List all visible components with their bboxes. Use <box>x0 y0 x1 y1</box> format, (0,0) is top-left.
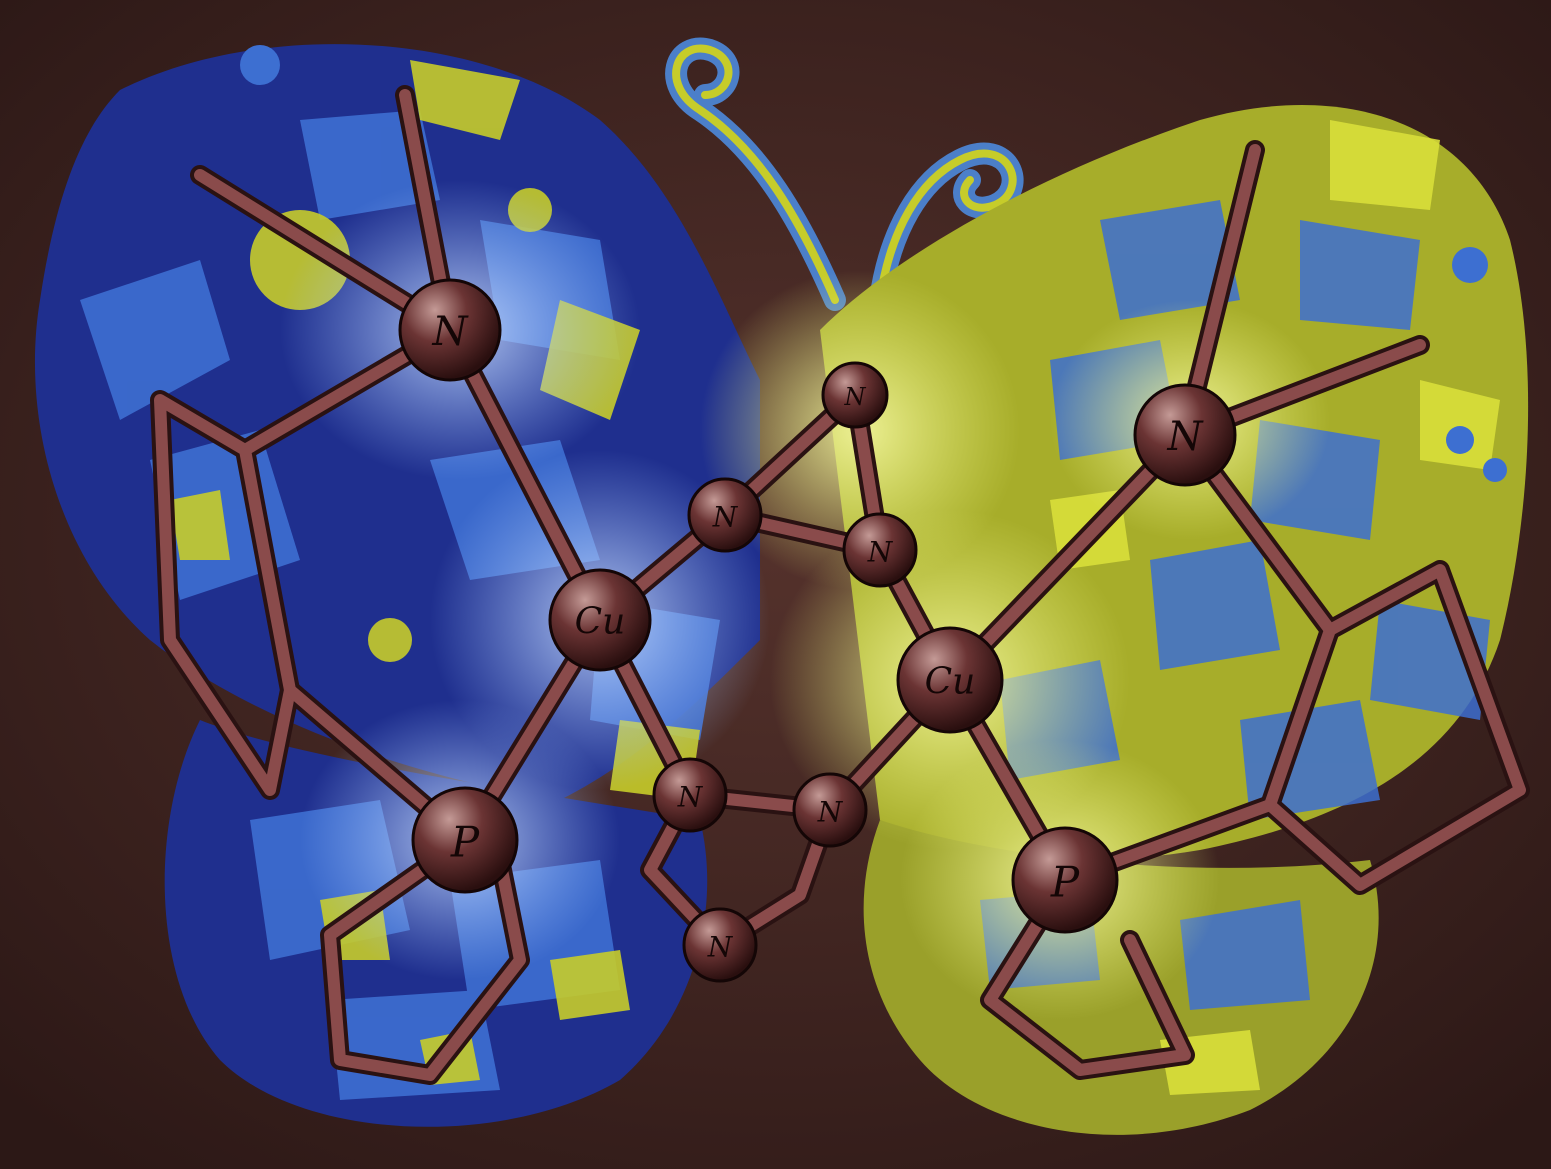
atom-label: N <box>707 931 734 964</box>
atom-n-top-right: N <box>1133 383 1237 487</box>
atom-label: Cu <box>575 602 626 643</box>
atom-label: N <box>712 501 739 534</box>
atom-cu-left: Cu <box>548 568 652 672</box>
right-wing-dots <box>1446 247 1507 482</box>
atom-label: N <box>844 383 867 411</box>
antenna-right-highlight <box>876 149 1017 304</box>
atom-label: N <box>817 796 844 829</box>
atom-label: P <box>450 818 480 867</box>
atom-n-ring-bottom: N <box>682 907 758 983</box>
atom-p-left: P <box>411 786 519 894</box>
atom-label: N <box>432 309 470 355</box>
atom-p-right: P <box>1011 826 1119 934</box>
atoms: N Cu P N N N Cu N <box>398 278 1237 983</box>
atom-n-ring-right: N <box>792 772 868 848</box>
atom-label: N <box>867 536 894 569</box>
atom-n-bridge-upper-right: N <box>842 512 918 588</box>
atom-n-bridge-upper-left: N <box>687 477 763 553</box>
atom-label: N <box>1167 414 1205 460</box>
atom-n-ring-left: N <box>652 757 728 833</box>
atom-label: P <box>1050 858 1080 907</box>
left-wing-dot <box>240 45 280 85</box>
atom-n-bridge-top: N <box>821 361 889 429</box>
atom-label: Cu <box>925 662 976 703</box>
atom-label: N <box>677 781 704 814</box>
antenna-left-highlight <box>672 44 839 304</box>
atom-cu-right: Cu <box>896 626 1004 734</box>
antennae <box>665 37 1024 311</box>
atom-n-top-left: N <box>398 278 502 382</box>
